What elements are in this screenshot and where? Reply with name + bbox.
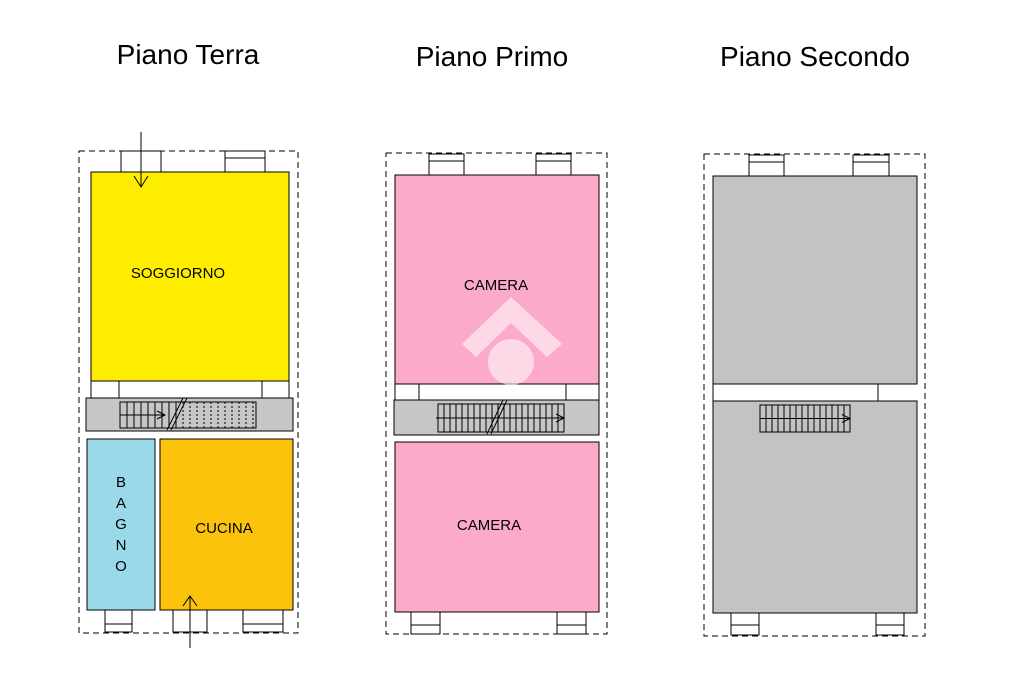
room-label-bagno-n: N (116, 537, 127, 554)
plan-piano-primo: CAMERA CAMERA (385, 152, 608, 635)
plan-piano-terra: SOGGIORNO B A G N O CUCINA (78, 132, 299, 648)
room-bagno (86, 438, 156, 611)
floor-title-secondo: Piano Secondo (720, 41, 910, 72)
room-label-bagno-a: A (116, 495, 126, 512)
staircase (436, 399, 566, 435)
window-opening (224, 150, 266, 173)
staircase (119, 397, 257, 431)
room-label-cucina: CUCINA (195, 520, 253, 537)
room-label-camera-top: CAMERA (464, 277, 528, 294)
wall-segment (90, 380, 120, 399)
room-label-camera-bottom: CAMERA (457, 517, 521, 534)
room-label-soggiorno: SOGGIORNO (131, 265, 225, 282)
room-camera-bottom (394, 441, 600, 613)
room-label-bagno-g: G (115, 516, 127, 533)
room-grey-bottom (712, 400, 918, 614)
window-opening (104, 609, 133, 633)
plan-piano-secondo (703, 153, 926, 637)
outer-wall (703, 153, 926, 637)
window-opening (852, 154, 890, 177)
window-opening (875, 612, 905, 636)
house-logo-icon (462, 297, 562, 385)
arrow-down-icon (133, 132, 149, 188)
outer-wall (385, 152, 608, 635)
window-opening (428, 153, 465, 176)
window-opening (748, 154, 785, 177)
window-opening (410, 611, 441, 635)
window-opening (242, 609, 284, 633)
window-opening (556, 611, 587, 635)
room-grey-top (712, 175, 918, 385)
wall-segment (394, 383, 420, 401)
room-label-bagno-o: O (115, 558, 127, 575)
room-soggiorno (90, 171, 290, 382)
outer-wall (78, 150, 299, 634)
window-opening (730, 612, 760, 636)
staircase (759, 404, 852, 433)
wall-segment (712, 383, 879, 402)
wall-segment (261, 380, 290, 399)
arrow-up-icon (182, 595, 198, 648)
wall-segment (565, 383, 600, 401)
room-label-bagno-b: B (116, 474, 126, 491)
floor-title-terra: Piano Terra (117, 39, 260, 70)
room-cucina (159, 438, 294, 611)
floor-title-primo: Piano Primo (416, 41, 569, 72)
window-opening (535, 153, 572, 176)
